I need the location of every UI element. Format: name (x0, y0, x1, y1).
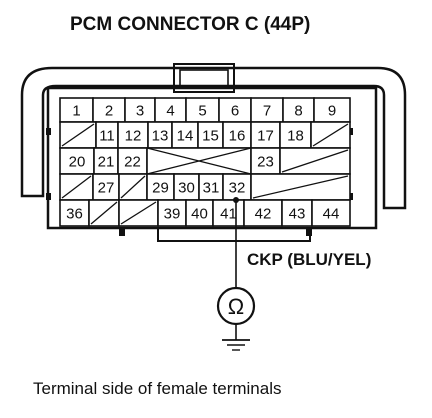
empty-cavity (118, 199, 159, 227)
terminal-label: 39 (164, 206, 181, 223)
diagram-caption: Terminal side of female terminals (33, 379, 281, 398)
terminal-cell: 40 (185, 199, 214, 227)
terminal-label: 41 (220, 206, 237, 223)
terminal-cell: 41 (212, 199, 245, 227)
terminal-label: 18 (287, 128, 304, 145)
terminal-cell: 42 (243, 199, 283, 227)
terminal-label: 22 (124, 154, 141, 171)
terminal-label: 44 (323, 206, 340, 223)
terminal-cell: 18 (279, 121, 312, 149)
terminal-label: 12 (125, 128, 142, 145)
terminal-cell: 15 (197, 121, 224, 149)
terminal-label: 31 (203, 180, 220, 197)
terminal-label: 15 (202, 128, 219, 145)
empty-cavity (59, 121, 97, 149)
terminal-cell: 5 (185, 97, 220, 123)
connector-shell (20, 63, 407, 242)
terminal-cell: 11 (95, 121, 119, 149)
terminal-label: 2 (105, 103, 113, 120)
terminal-cell: 12 (117, 121, 149, 149)
terminal-label: 7 (263, 103, 271, 120)
terminal-label: 20 (69, 154, 86, 171)
diagram-title: PCM CONNECTOR C (44P) (70, 14, 310, 35)
terminal-label: 8 (294, 103, 302, 120)
terminal-label: 30 (178, 180, 195, 197)
terminal-label: 13 (152, 128, 169, 145)
terminal-cell: 29 (146, 173, 175, 201)
ohm-symbol: Ω (228, 294, 244, 319)
ohmmeter-icon: Ω (216, 286, 256, 326)
terminal-label: 36 (66, 206, 83, 223)
terminal-cell: 32 (222, 173, 252, 201)
terminal-label: 29 (152, 180, 169, 197)
terminal-cell: 16 (222, 121, 252, 149)
terminal-cell: 22 (117, 147, 148, 175)
empty-cavity (118, 173, 148, 201)
ground-icon (222, 339, 250, 351)
probe-wire (233, 197, 239, 340)
terminal-cell: 20 (59, 147, 95, 175)
terminal-label: 3 (136, 103, 144, 120)
terminal-label: 14 (177, 128, 194, 145)
blank-block (146, 147, 252, 175)
empty-cavity (279, 147, 351, 175)
terminal-cell: 21 (93, 147, 119, 175)
terminal-cell: 4 (154, 97, 187, 123)
terminal-label: 6 (231, 103, 239, 120)
terminal-cell: 31 (198, 173, 224, 201)
terminal-label: 40 (191, 206, 208, 223)
terminal-cell: 8 (282, 97, 315, 123)
terminal-label: 9 (328, 103, 336, 120)
terminal-label: 4 (166, 103, 174, 120)
terminal-cell: 2 (92, 97, 126, 123)
empty-cavity (59, 173, 94, 201)
terminal-label: 21 (98, 154, 115, 171)
terminal-cell: 14 (171, 121, 199, 149)
terminal-label: 5 (198, 103, 206, 120)
wire-label: CKP (BLU/YEL) (247, 250, 371, 269)
terminal-cell: 43 (281, 199, 313, 227)
terminal-cell: 6 (218, 97, 252, 123)
terminal-label: 11 (99, 128, 115, 145)
terminal-cell: 9 (313, 97, 351, 123)
terminal-cell: 36 (59, 199, 90, 227)
terminal-cell: 7 (250, 97, 284, 123)
terminal-label: 16 (229, 128, 246, 145)
terminal-label: 43 (289, 206, 306, 223)
terminal-label: 27 (98, 180, 115, 197)
terminal-cell: 13 (147, 121, 173, 149)
terminal-cell: 17 (250, 121, 281, 149)
terminal-cell: 39 (157, 199, 187, 227)
empty-cavity (88, 199, 120, 227)
terminal-cell: 1 (59, 97, 94, 123)
terminal-label: 17 (257, 128, 274, 145)
terminal-label: 1 (72, 103, 80, 120)
empty-cavity (310, 121, 351, 149)
terminal-label: 32 (229, 180, 246, 197)
terminal-cell: 23 (250, 147, 281, 175)
terminal-label: 23 (257, 154, 274, 171)
terminal-cell: 44 (311, 199, 351, 227)
empty-cavity (250, 173, 351, 201)
terminal-cell: 27 (92, 173, 120, 201)
terminal-label: 42 (255, 206, 272, 223)
terminal-cell: 30 (173, 173, 200, 201)
terminal-cell: 3 (124, 97, 156, 123)
